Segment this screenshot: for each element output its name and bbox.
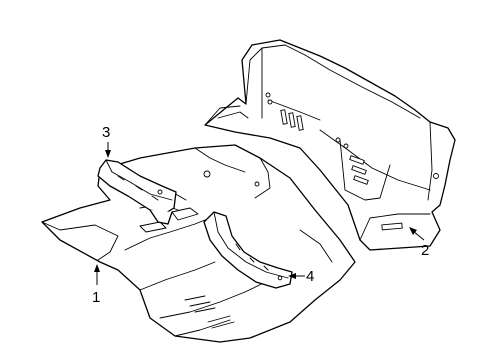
callout-2: 2 <box>421 242 429 259</box>
arrow-3 <box>105 150 111 158</box>
callout-1: 1 <box>92 289 100 306</box>
callout-3: 3 <box>102 124 110 141</box>
cross-member-bracket <box>97 159 177 225</box>
support-bracket <box>203 211 293 289</box>
arrow-2 <box>409 227 417 235</box>
arrow-4 <box>288 273 296 279</box>
callout-4: 4 <box>306 268 314 285</box>
front-floor-pan <box>41 144 356 343</box>
callout-labels: 1 2 3 4 <box>92 124 429 306</box>
rear-floor-pan <box>204 39 456 251</box>
callout-leaders <box>94 142 425 285</box>
arrow-1 <box>94 264 100 272</box>
